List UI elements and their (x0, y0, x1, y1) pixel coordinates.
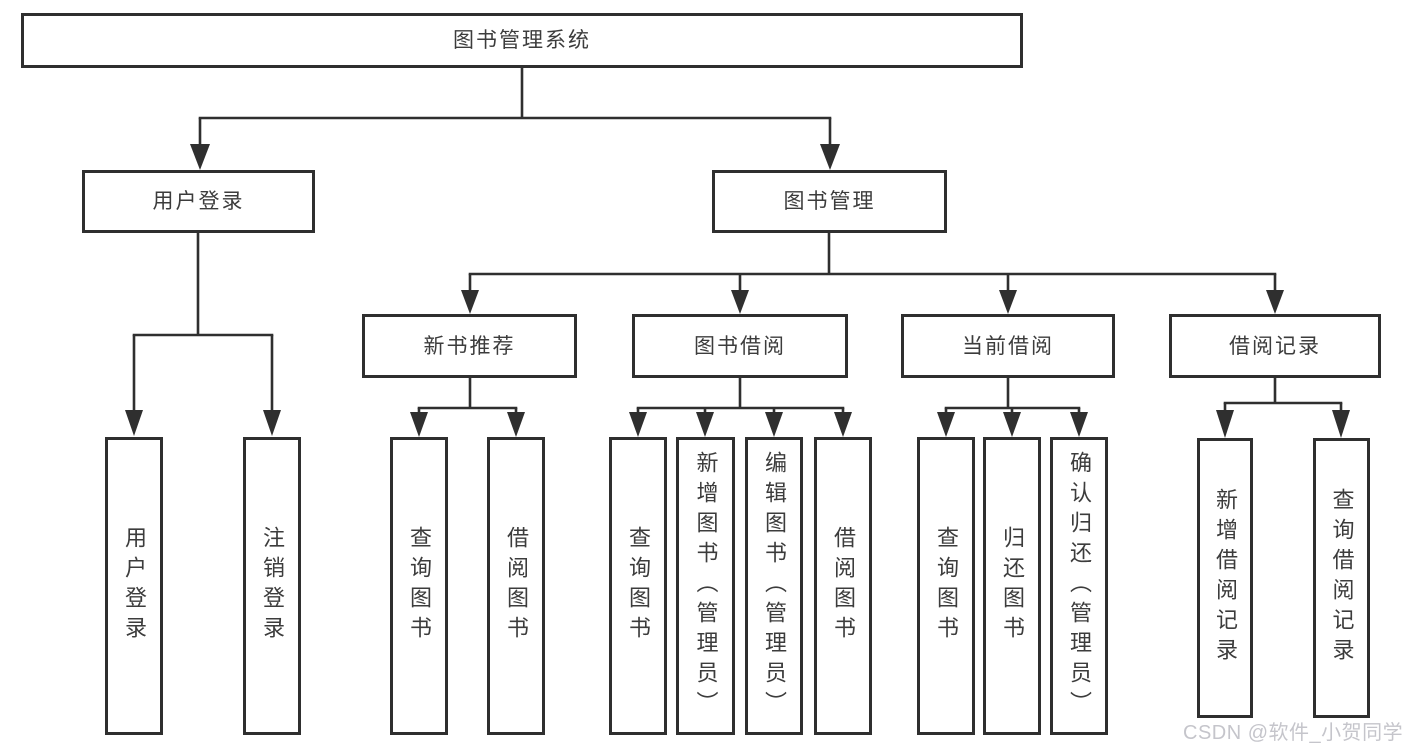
leaf-borrow-books-borrowing: 借阅图书 (814, 437, 872, 735)
leaf-logout: 注销登录 (243, 437, 301, 735)
leaf-edit-books-admin: 编辑图书（管理员） (745, 437, 803, 735)
connector-book-borrowing-to-leaves (629, 378, 852, 437)
leaf-borrow-books-recommend: 借阅图书 (487, 437, 545, 735)
watermark: CSDN @软件_小贺同学 (1183, 722, 1404, 744)
connector-user-login-to-leaves (125, 233, 281, 436)
connector-borrowing-records-to-leaves (1216, 378, 1350, 438)
leaf-user-login: 用户登录 (105, 437, 163, 735)
leaf-query-books-recommend: 查询图书 (390, 437, 448, 735)
connector-current-borrowing-to-leaves (937, 378, 1088, 437)
leaf-confirm-return-admin: 确认归还（管理员） (1050, 437, 1108, 735)
node-book-management: 图书管理 (712, 170, 947, 233)
leaf-query-books-borrowing: 查询图书 (609, 437, 667, 735)
leaf-return-books: 归还图书 (983, 437, 1041, 735)
node-book-borrowing: 图书借阅 (632, 314, 848, 378)
node-borrowing-records: 借阅记录 (1169, 314, 1381, 378)
node-user-login: 用户登录 (82, 170, 315, 233)
connector-book-management-to-level3 (461, 233, 1284, 314)
connector-root-to-level2 (190, 67, 840, 170)
node-library-system: 图书管理系统 (21, 13, 1023, 68)
leaf-query-books-current: 查询图书 (917, 437, 975, 735)
leaf-query-borrow-record: 查询借阅记录 (1313, 438, 1370, 718)
node-new-book-recommendation: 新书推荐 (362, 314, 577, 378)
node-current-borrowing: 当前借阅 (901, 314, 1115, 378)
connector-new-book-to-leaves (410, 378, 525, 437)
leaf-add-borrow-record: 新增借阅记录 (1197, 438, 1253, 718)
leaf-add-books-admin: 新增图书（管理员） (676, 437, 735, 735)
